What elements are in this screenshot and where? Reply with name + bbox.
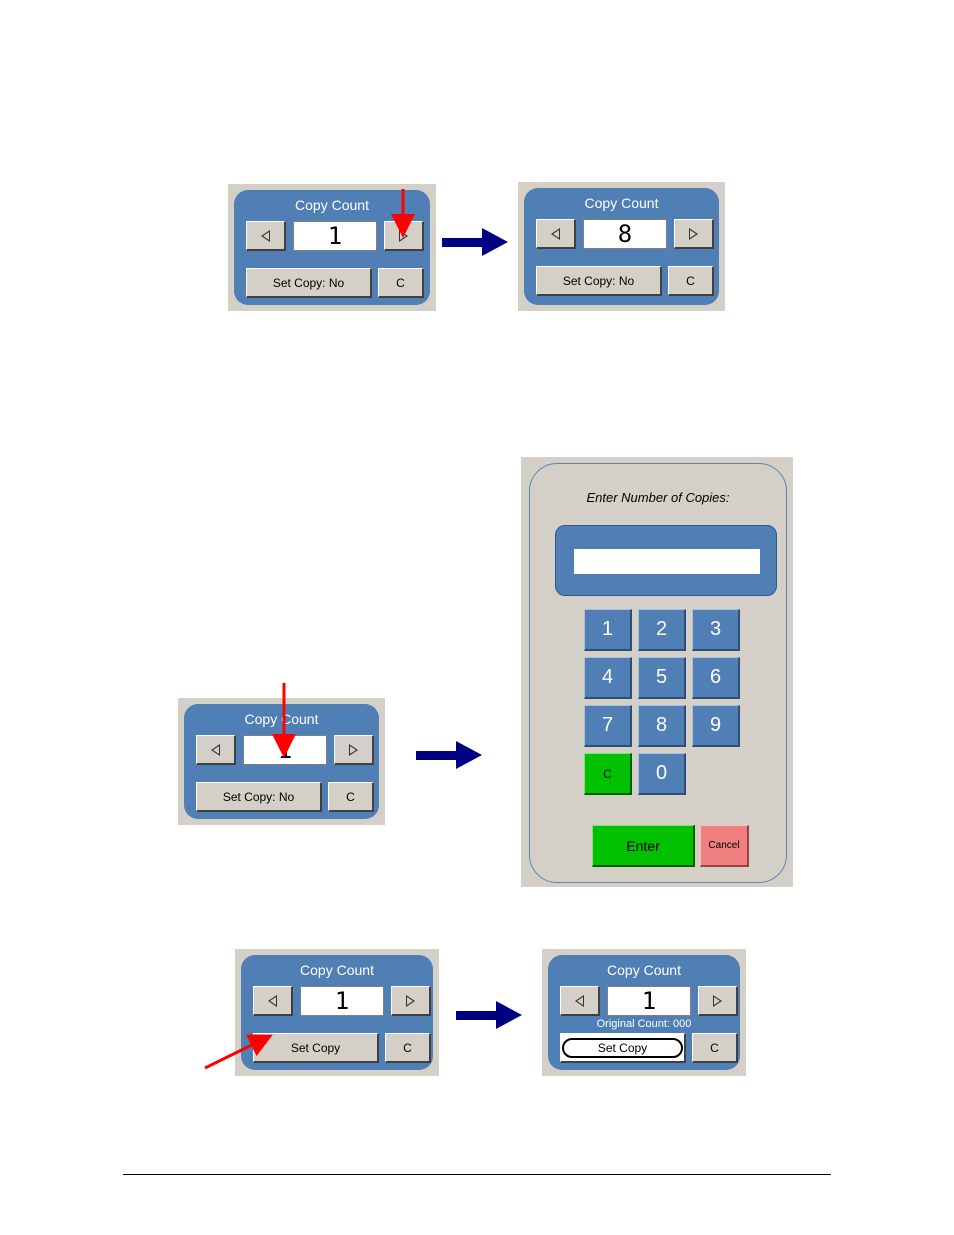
copy-count-value[interactable]: 8	[583, 219, 667, 249]
increment-button[interactable]	[674, 219, 714, 249]
right-triangle-icon	[349, 743, 358, 756]
key-4[interactable]: 4	[584, 657, 632, 699]
increment-button[interactable]	[334, 735, 374, 765]
increment-button[interactable]	[698, 986, 738, 1016]
left-triangle-icon	[575, 994, 584, 1007]
set-copy-button[interactable]: Set Copy: No	[536, 266, 662, 296]
left-triangle-icon	[261, 229, 270, 242]
clear-button[interactable]: C	[385, 1033, 431, 1063]
key-3[interactable]: 3	[692, 609, 740, 651]
copy-count-title: Copy Count	[607, 962, 681, 978]
dialog-title: Enter Number of Copies:	[586, 490, 730, 505]
display-panel	[555, 525, 777, 596]
right-triangle-icon	[406, 994, 415, 1007]
flow-arrow-1	[442, 228, 508, 256]
decrement-button[interactable]	[253, 986, 293, 1016]
enter-button[interactable]: Enter	[592, 825, 695, 867]
flow-arrow-2	[416, 741, 482, 769]
clear-button[interactable]: C	[328, 782, 374, 812]
copy-count-widget-a: Copy Count 1 Set Copy: No C	[228, 184, 436, 311]
key-0[interactable]: 0	[638, 753, 686, 795]
key-1[interactable]: 1	[584, 609, 632, 651]
clear-button[interactable]: C	[378, 268, 424, 298]
copy-count-value[interactable]: 1	[293, 221, 377, 251]
key-6[interactable]: 6	[692, 657, 740, 699]
number-input[interactable]	[574, 549, 760, 574]
decrement-button[interactable]	[536, 219, 576, 249]
right-triangle-icon	[713, 994, 722, 1007]
copy-count-title: Copy Count	[584, 195, 659, 211]
clear-button[interactable]: C	[692, 1033, 738, 1063]
copy-count-panel: Copy Count 8 Set Copy: No C	[524, 188, 719, 305]
copy-count-panel: Copy Count 1 Original Count: 000 Set Cop…	[548, 955, 740, 1070]
copy-count-panel: Copy Count 1 Set Copy: No C	[184, 704, 379, 819]
set-copy-button[interactable]: Set Copy: No	[246, 268, 372, 298]
footer-divider	[123, 1174, 831, 1175]
right-triangle-icon	[689, 227, 698, 240]
clear-button[interactable]: C	[668, 266, 714, 296]
decrement-button[interactable]	[196, 735, 236, 765]
copy-count-widget-c: Copy Count 1 Set Copy: No C	[178, 698, 385, 825]
key-clear[interactable]: C	[584, 753, 632, 795]
left-triangle-icon	[268, 994, 277, 1007]
copy-count-title: Copy Count	[300, 962, 374, 978]
copy-count-title: Copy Count	[244, 711, 319, 727]
set-copy-label: Set Copy	[561, 1037, 684, 1058]
copy-count-widget-e: Copy Count 1 Original Count: 000 Set Cop…	[542, 949, 746, 1076]
key-8[interactable]: 8	[638, 705, 686, 747]
set-copy-button-active[interactable]: Set Copy	[560, 1033, 686, 1063]
copy-count-widget-d: Copy Count 1 Set Copy C	[235, 949, 439, 1076]
key-7[interactable]: 7	[584, 705, 632, 747]
set-copy-button[interactable]: Set Copy	[253, 1033, 379, 1063]
key-2[interactable]: 2	[638, 609, 686, 651]
copy-count-title: Copy Count	[295, 197, 369, 213]
copy-count-panel: Copy Count 1 Set Copy: No C	[234, 190, 430, 305]
increment-button[interactable]	[391, 986, 431, 1016]
copy-count-value[interactable]: 1	[300, 986, 384, 1016]
left-triangle-icon	[551, 227, 560, 240]
copy-count-panel: Copy Count 1 Set Copy C	[241, 955, 433, 1070]
copy-count-value[interactable]: 1	[607, 986, 691, 1016]
key-5[interactable]: 5	[638, 657, 686, 699]
pointer-arrow-set-copy	[204, 1034, 273, 1070]
flow-arrow-3	[456, 1001, 522, 1029]
dialog-frame: Enter Number of Copies: 1 2 3 4 5 6 7 8 …	[529, 463, 787, 883]
left-triangle-icon	[211, 743, 220, 756]
number-entry-dialog: Enter Number of Copies: 1 2 3 4 5 6 7 8 …	[521, 457, 793, 887]
decrement-button[interactable]	[560, 986, 600, 1016]
key-9[interactable]: 9	[692, 705, 740, 747]
original-count-label: Original Count: 000	[596, 1018, 692, 1030]
copy-count-widget-b: Copy Count 8 Set Copy: No C	[518, 182, 725, 311]
set-copy-button[interactable]: Set Copy: No	[196, 782, 322, 812]
decrement-button[interactable]	[246, 221, 286, 251]
cancel-button[interactable]: Cancel	[700, 825, 749, 867]
